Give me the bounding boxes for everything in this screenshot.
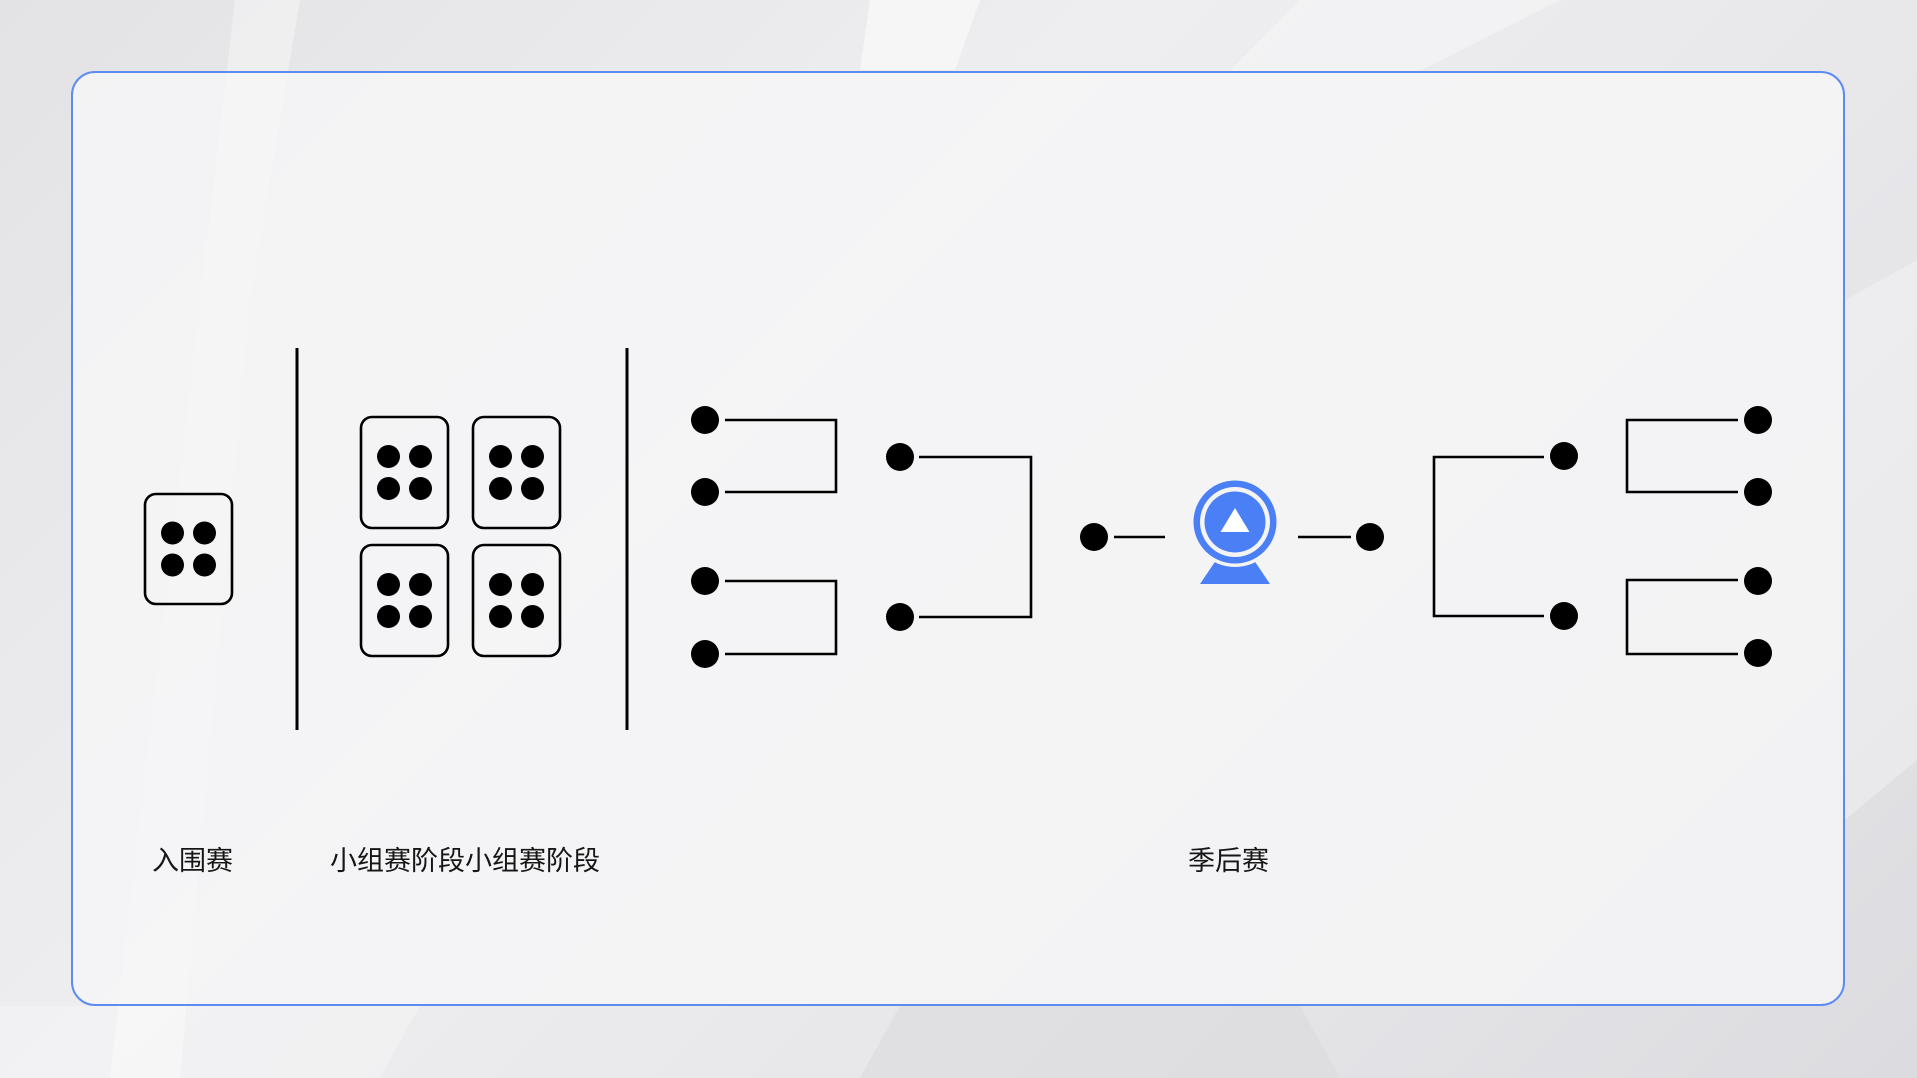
- background-shape: [1845, 260, 1917, 820]
- playoff-stage-label: 季后赛: [1188, 846, 1269, 877]
- bracket-connector: [919, 455, 1033, 619]
- die-pip: [521, 445, 544, 468]
- bracket-node: [1550, 442, 1578, 470]
- die-frame: [471, 415, 562, 530]
- bracket-left-round-2: [886, 443, 1033, 631]
- die-pip: [521, 477, 544, 500]
- bracket-node: [886, 443, 914, 471]
- bracket-node: [1080, 523, 1108, 551]
- die-frame: [143, 492, 234, 606]
- die-pip: [489, 445, 512, 468]
- finalist-left: [1080, 523, 1165, 551]
- trophy-arrow: [1220, 508, 1250, 532]
- die-frame: [359, 415, 450, 530]
- die-pip: [489, 573, 512, 596]
- bracket-node: [691, 640, 719, 668]
- bracket-right-round-1: [1625, 406, 1772, 667]
- bracket-connector: [1625, 578, 1738, 656]
- die-pip: [377, 477, 400, 500]
- bracket-node: [886, 603, 914, 631]
- bracket-connector: [725, 579, 838, 656]
- die-pip: [409, 477, 432, 500]
- die-pip: [377, 605, 400, 628]
- bracket-connector: [1432, 455, 1544, 618]
- group-die-icon-3: [359, 543, 450, 658]
- qualifier-die-icon: [143, 492, 234, 606]
- group-die-icon-1: [359, 415, 450, 530]
- group-stage-label: 小组赛阶段小组赛阶段: [330, 846, 600, 877]
- bracket-node: [691, 478, 719, 506]
- die-pip: [161, 553, 184, 577]
- bracket-left-round-1: [691, 406, 838, 668]
- content-panel: [71, 71, 1845, 1006]
- bracket-node: [1744, 567, 1772, 595]
- background-shape: [860, 1006, 1340, 1078]
- die-frame: [471, 543, 562, 658]
- bracket-node: [1744, 406, 1772, 434]
- bracket-node: [1550, 602, 1578, 630]
- die-pip: [521, 605, 544, 628]
- finalist-right: [1298, 523, 1384, 551]
- die-pip: [409, 445, 432, 468]
- die-pip: [489, 477, 512, 500]
- die-pip: [193, 521, 216, 545]
- background-shape: [860, 0, 980, 70]
- bracket-connector: [1625, 418, 1738, 494]
- die-pip: [161, 521, 184, 545]
- die-pip: [409, 605, 432, 628]
- qualifier-stage-label: 入围赛: [152, 846, 233, 877]
- bracket-connector: [725, 418, 838, 494]
- bracket-node: [691, 406, 719, 434]
- die-pip: [489, 605, 512, 628]
- die-pip: [377, 573, 400, 596]
- die-pip: [409, 573, 432, 596]
- group-die-icon-2: [471, 415, 562, 530]
- die-pip: [377, 445, 400, 468]
- bracket-node: [1744, 478, 1772, 506]
- trophy-icon: [1190, 477, 1280, 584]
- bracket-node: [1744, 639, 1772, 667]
- background-shape: [1230, 0, 1560, 71]
- group-die-icon-4: [471, 543, 562, 658]
- die-pip: [193, 553, 216, 577]
- bracket-node: [691, 567, 719, 595]
- bracket-node: [1356, 523, 1384, 551]
- die-frame: [359, 543, 450, 658]
- bracket-right-round-2: [1432, 442, 1578, 630]
- background-shape: [0, 1006, 420, 1078]
- die-pip: [521, 573, 544, 596]
